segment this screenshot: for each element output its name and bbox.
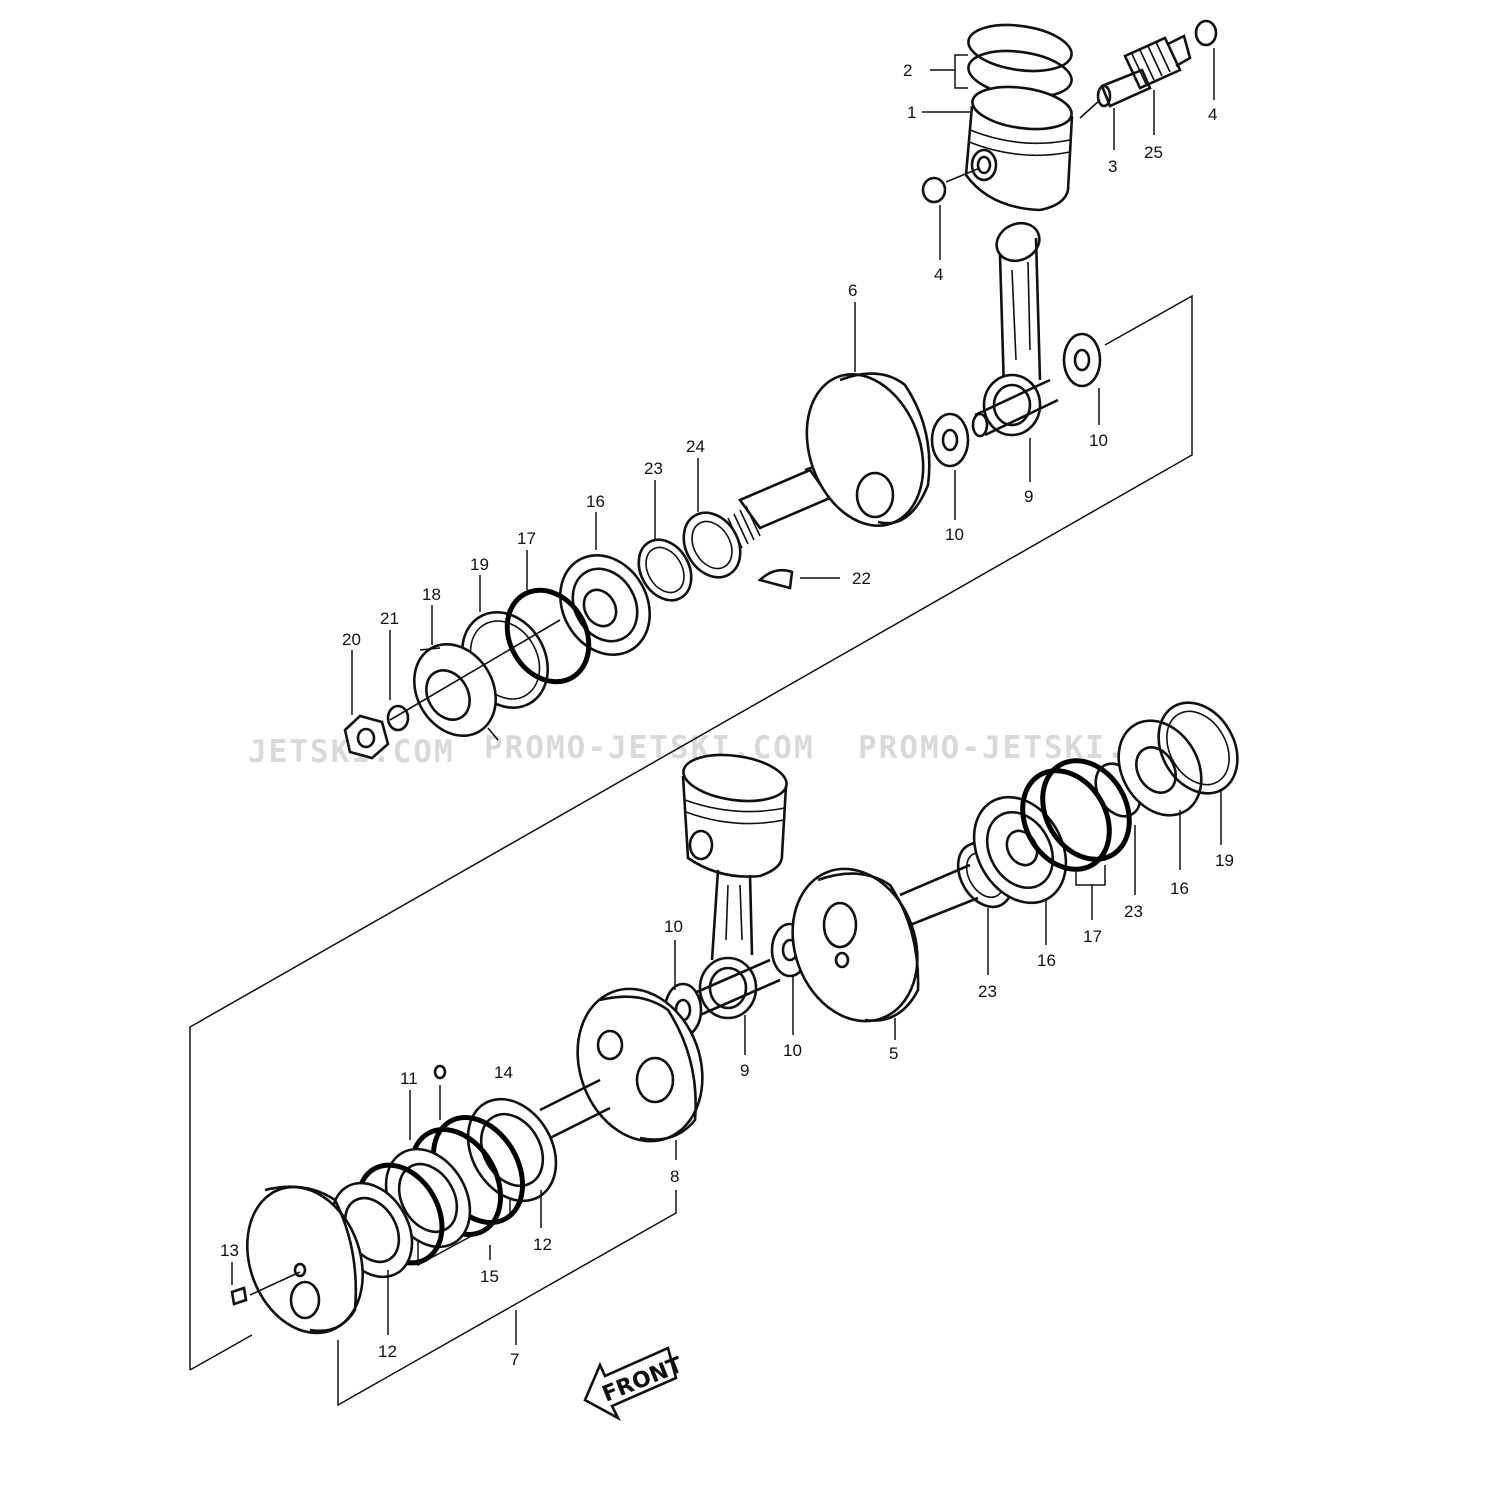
- callout-label: 8: [670, 1167, 679, 1186]
- crankshaft-upper-half: [727, 372, 931, 590]
- bearing-stack-upper: [343, 511, 742, 760]
- callout-label: 16: [1037, 951, 1056, 970]
- piston-top: [921, 19, 1218, 212]
- callout-label: 22: [852, 569, 871, 588]
- callout-label: 1: [907, 103, 916, 122]
- callout-label: 6: [848, 281, 857, 300]
- callout-label: 15: [480, 1267, 499, 1286]
- bearing-stack-right: [956, 701, 1239, 909]
- callout-label: 4: [934, 265, 943, 284]
- callout-label: 2: [903, 61, 912, 80]
- callout-label: 4: [1208, 105, 1217, 124]
- callout-label: 11: [400, 1069, 418, 1088]
- callout-label: 9: [1024, 487, 1033, 506]
- callout-label: 10: [783, 1041, 802, 1060]
- callout-label: 13: [220, 1241, 239, 1260]
- callout-label: 24: [686, 437, 705, 456]
- callout-label: 23: [644, 459, 663, 478]
- front-label: FRONT: [599, 1353, 686, 1408]
- callout-label: 14: [494, 1063, 513, 1082]
- callout-label: 3: [1108, 157, 1117, 176]
- crankshaft-lower-5: [791, 863, 979, 1023]
- assembly-bracket-lines: [189, 294, 1193, 1407]
- callout-label: 7: [510, 1350, 519, 1369]
- callout-label: 19: [470, 555, 489, 574]
- connecting-rod-top: [971, 221, 1059, 438]
- callout-label: 10: [1089, 431, 1108, 450]
- crankshaft-end-web: [230, 1185, 364, 1335]
- callout-label: 12: [533, 1235, 552, 1254]
- callout-label: 25: [1144, 143, 1163, 162]
- callout-label: 18: [422, 585, 441, 604]
- callout-label: 23: [1124, 902, 1143, 921]
- callout-labels: 2 1 3 25 4 4 6 10 9 10 24 23 16 17 19 18…: [220, 61, 1234, 1369]
- callout-label: 16: [586, 492, 605, 511]
- callout-label: 5: [889, 1044, 898, 1063]
- crankshaft-web-8: [539, 987, 704, 1143]
- callout-label: 17: [1083, 927, 1102, 946]
- watermark-text: PROMO-JETSKI.COM: [484, 730, 815, 766]
- part-11-marker-icon: [433, 1064, 447, 1080]
- leader-lines: [231, 48, 1222, 1345]
- front-arrow-icon: FRONT: [583, 1346, 686, 1422]
- callout-label: 12: [378, 1342, 397, 1361]
- callout-label: 21: [380, 609, 399, 628]
- callout-label: 19: [1215, 851, 1234, 870]
- callout-label: 17: [517, 529, 536, 548]
- piston-bottom: [663, 753, 810, 1038]
- callout-label: 10: [664, 917, 683, 936]
- thrust-washers-top: [930, 332, 1102, 468]
- callout-label: 10: [945, 525, 964, 544]
- callout-label: 9: [740, 1061, 749, 1080]
- callout-label: 23: [978, 982, 997, 1001]
- callout-label: 20: [342, 630, 361, 649]
- callout-label: 16: [1170, 879, 1189, 898]
